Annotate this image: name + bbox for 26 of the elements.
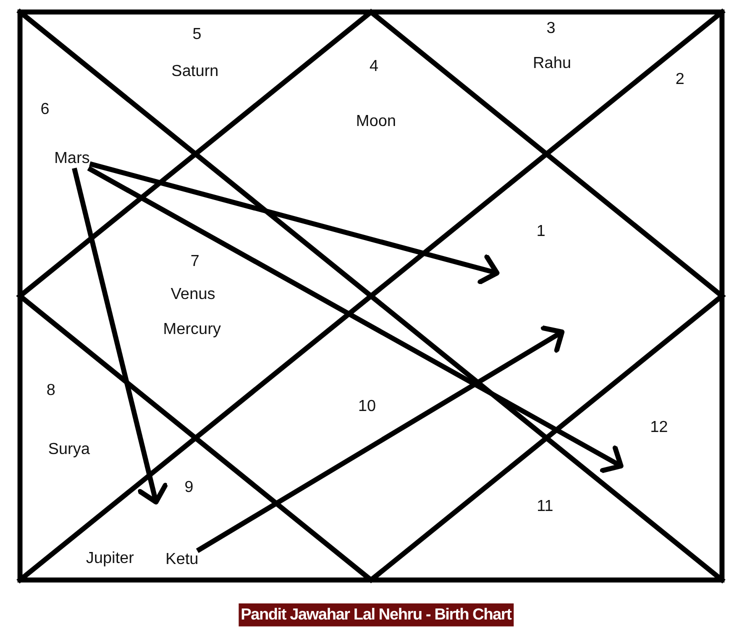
planet-name: Venus — [170, 286, 216, 304]
house-number: 10 — [358, 398, 376, 416]
house-number: 2 — [676, 70, 684, 90]
house-number: 4 — [370, 58, 378, 76]
arrow — [89, 161, 500, 284]
house-number: 11 — [536, 498, 554, 516]
house-number: 3 — [546, 20, 556, 38]
chart-caption: Pandit Jawahar Lal Nehru - Birth Chart — [238, 603, 514, 627]
planet-name: Rahu — [532, 54, 572, 74]
planet-name: Saturn — [171, 62, 219, 82]
house-number: 12 — [650, 418, 668, 438]
planet-name: Moon — [356, 112, 396, 132]
house-number: 1 — [536, 222, 546, 242]
house-number: 8 — [46, 382, 56, 400]
arrow — [87, 166, 624, 474]
planet-name: Surya — [48, 440, 90, 460]
house-number: 5 — [192, 26, 202, 44]
arrow — [196, 326, 564, 553]
house-number: 6 — [40, 100, 50, 120]
house-number: 9 — [184, 478, 194, 498]
house-number: 7 — [190, 252, 200, 272]
planet-name: Ketu — [166, 550, 198, 570]
planet-name: Jupiter — [86, 550, 134, 568]
planet-name: Mercury — [163, 320, 221, 340]
planet-name: Mars — [54, 150, 90, 168]
arrow — [72, 168, 168, 504]
